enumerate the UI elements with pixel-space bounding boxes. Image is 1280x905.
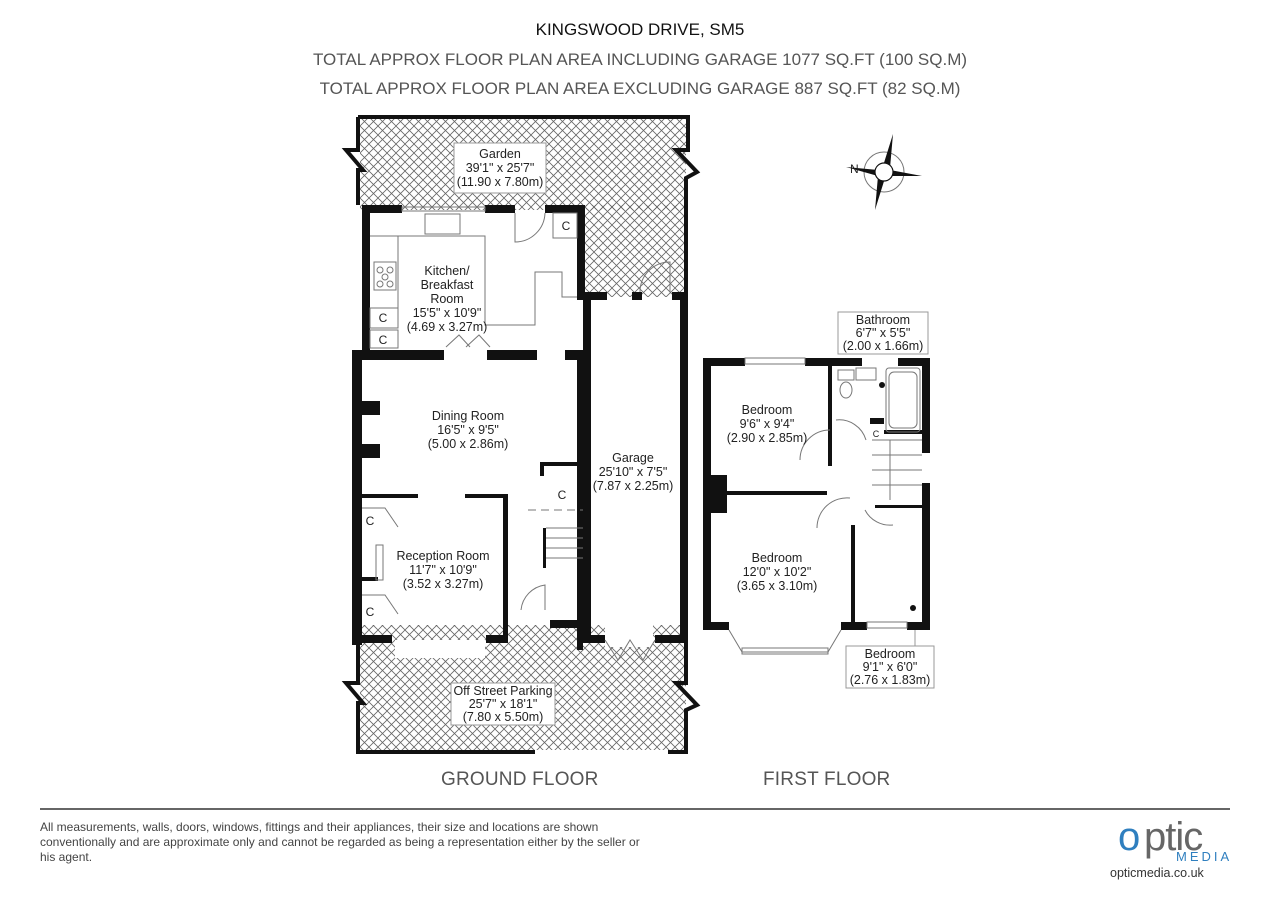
disclaimer-text: All measurements, walls, doors, windows,… [40,820,640,864]
logo-o: o [1118,815,1140,859]
website-link[interactable]: opticmedia.co.uk [1110,866,1204,880]
area-excluding-garage: TOTAL APPROX FLOOR PLAN AREA EXCLUDING G… [319,79,961,98]
dining-metric: (5.00 x 2.86m) [428,437,509,451]
reception-metric: (3.52 x 3.27m) [403,577,484,591]
first-floor-label: FIRST FLOOR [763,769,891,790]
bedroom3-label-box: Bedroom 9'1" x 6'0" (2.76 x 1.83m) [845,630,935,689]
bedroom1-imperial: 9'6" x 9'4" [740,417,795,431]
bedroom3-metric: (2.76 x 1.83m) [850,673,931,687]
dining-name: Dining Room [432,409,504,423]
logo-media: MEDIA [1176,849,1233,864]
parking-imperial: 25'7" x 18'1" [469,697,538,711]
floor-plan: Garden 39'1" x 25'7" (11.90 x 7.80m) Kit… [341,115,935,754]
kitchen-name-3: Room [430,292,463,306]
kitchen-fittings [369,206,578,349]
kitchen-imperial: 15'5" x 10'9" [413,306,482,320]
garden-name: Garden [479,147,521,161]
living-fittings [362,334,583,615]
parking-metric: (7.80 x 5.50m) [463,710,544,724]
kitchen-walls [362,205,686,353]
reception-label: Reception Room 11'7" x 10'9" (3.52 x 3.2… [396,549,489,591]
bedroom3-imperial: 9'1" x 6'0" [863,660,918,674]
bedroom2-metric: (3.65 x 3.10m) [737,579,818,593]
bedroom2-name: Bedroom [752,551,803,565]
bedroom1-label: Bedroom 9'6" x 9'4" (2.90 x 2.85m) [727,403,808,445]
parking-label-box: Off Street Parking 25'7" x 18'1" (7.80 x… [450,682,556,726]
footer-divider [40,808,1230,810]
bathroom-label-box: Bathroom 6'7" x 5'5" (2.00 x 1.66m) [837,311,929,355]
bedroom1-name: Bedroom [742,403,793,417]
cupboard-label: C [379,311,388,325]
bathroom-name: Bathroom [856,313,910,327]
living-walls [352,350,585,650]
fixture-dot [879,382,885,388]
cupboard-label: C [366,605,375,619]
garage-metric: (7.87 x 2.25m) [593,479,674,493]
logo-ptic: ptic [1144,815,1203,859]
cupboard-label: C [873,429,880,439]
area-including-garage: TOTAL APPROX FLOOR PLAN AREA INCLUDING G… [312,50,968,69]
garage-label: Garage 25'10" x 7'5" (7.87 x 2.25m) [593,451,674,493]
bedroom1-metric: (2.90 x 2.85m) [727,431,808,445]
reception-name: Reception Room [396,549,489,563]
garage-imperial: 25'10" x 7'5" [599,465,668,479]
bedroom2-imperial: 12'0" x 10'2" [743,565,812,579]
garage-name: Garage [612,451,654,465]
ground-floor-label: GROUND FLOOR [441,769,599,790]
cupboard-label: C [562,219,571,233]
garden-imperial: 39'1" x 25'7" [466,161,535,175]
compass-icon: N [846,134,922,210]
reception-imperial: 11'7" x 10'9" [409,563,477,577]
garage-door [604,261,671,661]
parking-name: Off Street Parking [453,684,552,698]
cupboard-label: C [379,333,388,347]
garage-walls [583,292,688,643]
first-floor-plan: Bathroom 6'7" x 5'5" (2.00 x 1.66m) Bedr… [703,311,935,689]
optic-media-logo: o ptic MEDIA opticmedia.co.uk [1110,815,1235,885]
property-title: KINGSWOOD DRIVE, SM5 [535,20,745,39]
bathroom-imperial: 6'7" x 5'5" [856,326,911,340]
dining-imperial: 16'5" x 9'5" [437,423,499,437]
dining-label: Dining Room 16'5" x 9'5" (5.00 x 2.86m) [428,409,509,451]
cupboard-label: C [366,514,375,528]
kitchen-label: Kitchen/ Breakfast Room 15'5" x 10'9" (4… [407,264,488,334]
bedroom3-name: Bedroom [865,647,916,661]
bathroom-metric: (2.00 x 1.66m) [843,339,924,353]
kitchen-name-1: Kitchen/ [424,264,470,278]
garden-metric: (11.90 x 7.80m) [457,175,544,189]
kitchen-name-2: Breakfast [421,278,474,292]
first-floor-walls [703,358,930,630]
compass-north-label: N [850,162,859,176]
kitchen-metric: (4.69 x 3.27m) [407,320,488,334]
garden-label-box: Garden 39'1" x 25'7" (11.90 x 7.80m) [453,142,547,194]
ground-floor-plan: Garden 39'1" x 25'7" (11.90 x 7.80m) Kit… [341,115,701,754]
fixture-dot [910,605,916,611]
first-floor-fittings [728,357,922,655]
cupboard-label: C [558,488,567,502]
bedroom2-label: Bedroom 12'0" x 10'2" (3.65 x 3.10m) [737,551,818,593]
